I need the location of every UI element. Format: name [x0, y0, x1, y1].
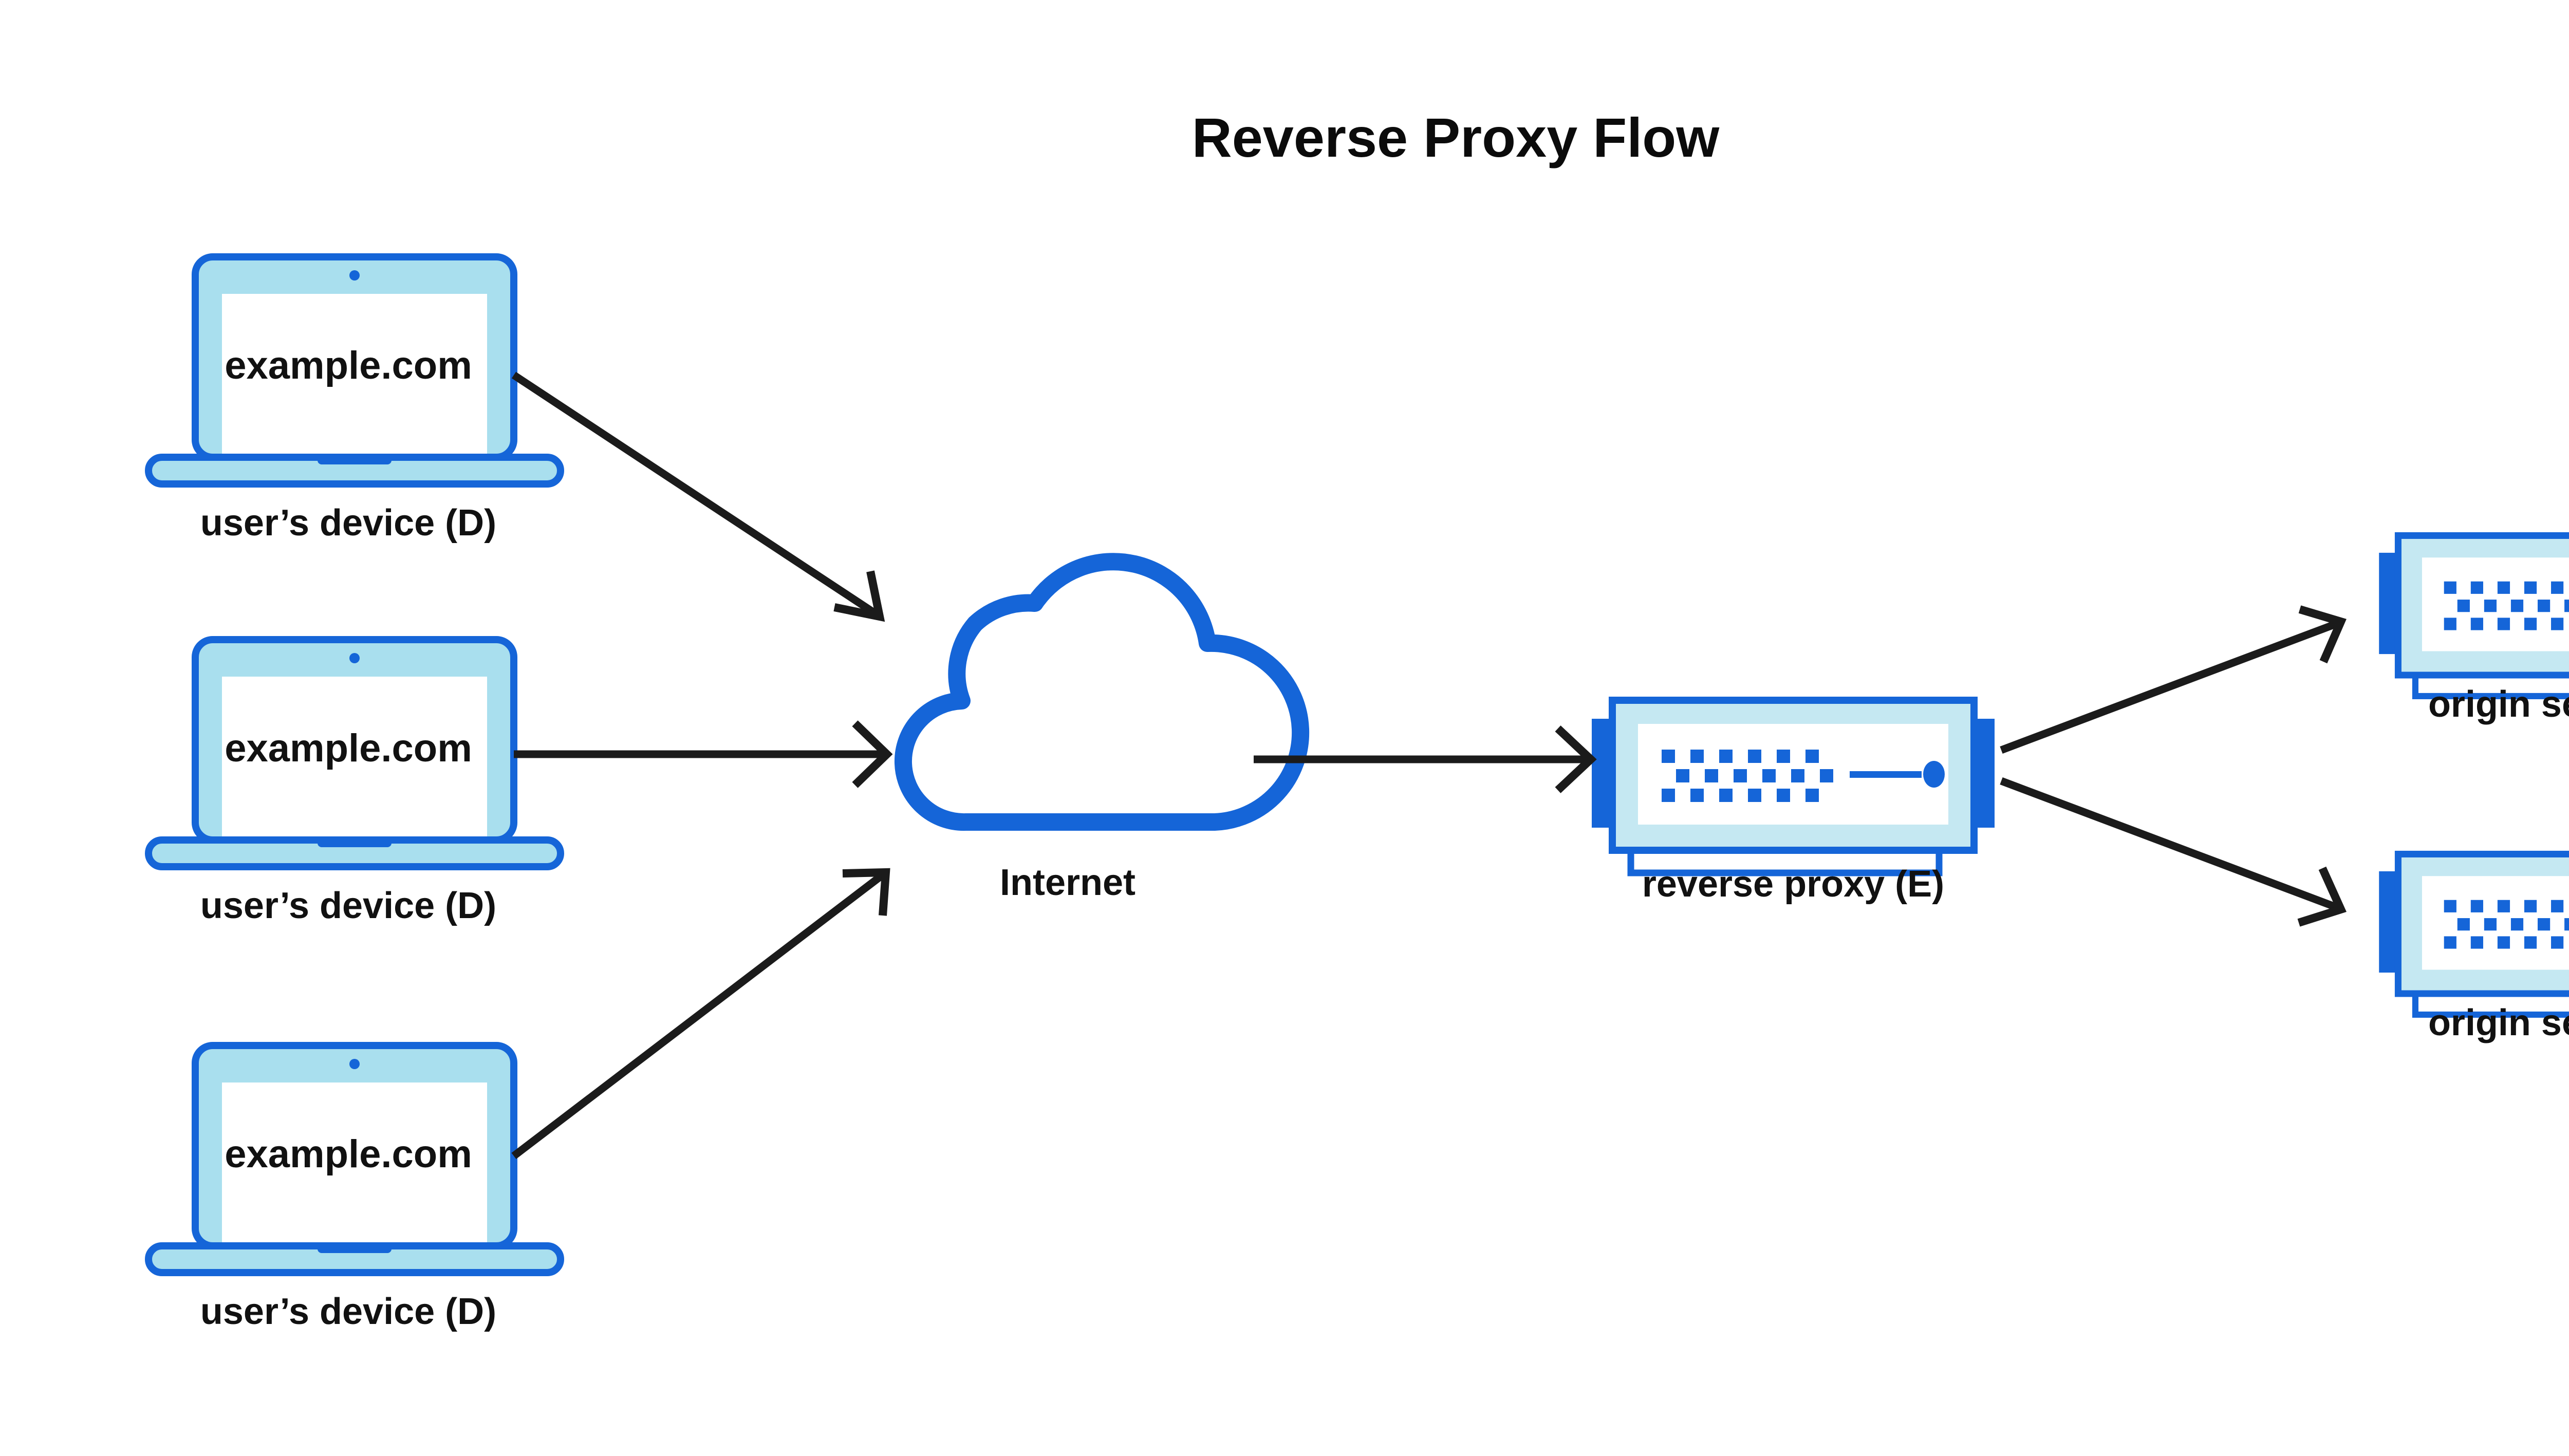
- internet-cloud[interactable]: Internet: [894, 553, 1310, 903]
- origin-server-bottom[interactable]: origin server (F): [2379, 854, 2569, 1043]
- server-icon: [2379, 535, 2569, 696]
- device-top-label: user’s device (D): [200, 502, 496, 544]
- arrow-device-middle-to-internet: [514, 720, 893, 788]
- page-title: Reverse Proxy Flow: [1192, 106, 1720, 169]
- internet-label: Internet: [1000, 862, 1135, 903]
- arrow-internet-to-reverse-proxy: [1254, 725, 1597, 793]
- device-middle-label: user’s device (D): [200, 885, 496, 926]
- origin-server-top[interactable]: origin server (F): [2379, 535, 2569, 725]
- origin-server-top-label: origin server (F): [2428, 684, 2569, 725]
- cloud-icon: [894, 553, 1310, 831]
- server-icon: [2379, 854, 2569, 1014]
- device-top[interactable]: example.com user’s device (D): [148, 257, 561, 544]
- arrow-reverse-proxy-to-origin-bottom: [2000, 777, 2347, 927]
- reverse-proxy[interactable]: reverse proxy (E): [1592, 700, 1995, 905]
- arrow-device-bottom-to-internet: [511, 868, 890, 1159]
- device-screen-url: example.com: [225, 726, 472, 770]
- arrow-device-top-to-internet: [511, 371, 885, 622]
- device-screen-url: example.com: [225, 344, 472, 387]
- device-bottom[interactable]: example.com user’s device (D): [148, 1046, 561, 1332]
- device-screen-url: example.com: [225, 1132, 472, 1176]
- reverse-proxy-label: reverse proxy (E): [1642, 864, 1944, 905]
- server-icon: [1592, 700, 1995, 873]
- origin-server-bottom-label: origin server (F): [2428, 1002, 2569, 1043]
- device-middle[interactable]: example.com user’s device (D): [148, 640, 561, 926]
- device-bottom-label: user’s device (D): [200, 1291, 496, 1332]
- arrow-reverse-proxy-to-origin-top: [2000, 605, 2347, 754]
